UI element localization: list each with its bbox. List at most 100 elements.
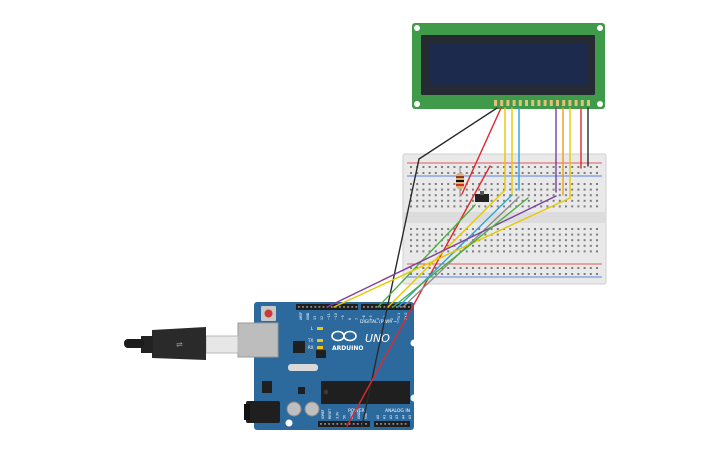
breadboard-hole: [577, 273, 580, 275]
wire-black-lcd-vss[interactable]: [418, 107, 498, 160]
breadboard-hole: [490, 250, 493, 253]
breadboard-hole: [589, 233, 592, 236]
breadboard-hole: [509, 199, 512, 202]
breadboard-hole: [434, 205, 437, 208]
breadboard-hole: [490, 183, 493, 185]
breadboard-hole: [552, 183, 555, 185]
wire-red-lcd-vdd[interactable]: [461, 107, 502, 195]
breadboard-hole: [527, 183, 530, 185]
usb-plug-housing: [152, 327, 206, 360]
pin-label: A3: [395, 415, 399, 419]
breadboard-hole: [503, 194, 505, 197]
breadboard-hole: [422, 273, 425, 275]
lcd-screen: [429, 44, 587, 86]
breadboard-hole: [565, 244, 567, 247]
usb-b-port[interactable]: [237, 322, 279, 358]
breadboard-hole: [416, 250, 419, 253]
breadboard-hole: [552, 244, 555, 247]
breadboard-hole: [571, 199, 574, 202]
analog-in-label: ANALOG IN: [385, 408, 410, 414]
header-pin: [379, 306, 382, 308]
breadboard-hole: [434, 166, 437, 168]
breadboard-hole: [565, 183, 567, 185]
breadboard-hole: [434, 273, 437, 275]
breadboard-hole: [484, 250, 487, 253]
dc-power-jack[interactable]: [246, 401, 280, 423]
header-pin: [408, 306, 410, 308]
wire-yellow-d2[interactable]: [333, 197, 571, 308]
breadboard-hole: [558, 233, 561, 236]
crystal-oscillator: [288, 364, 318, 371]
breadboard-hole: [534, 166, 536, 168]
wire-green-d12[interactable]: [377, 204, 476, 308]
breadboard-hole: [478, 205, 481, 208]
breadboard-hole: [540, 233, 543, 236]
breadboard-hole: [465, 250, 468, 253]
lcd-pin: [568, 100, 572, 106]
arduino-uno[interactable]: ⇌ L TX RX ARDUINO UNO DIGITAL (PWM ~) AN…: [124, 302, 418, 430]
breadboard-hole: [565, 172, 567, 174]
resistor[interactable]: [456, 166, 464, 197]
wire-purple-d3[interactable]: [326, 195, 557, 308]
breadboard-hole: [571, 188, 574, 191]
header-pin: [404, 423, 407, 425]
breadboard-hole: [589, 244, 592, 247]
header-pin: [324, 423, 326, 425]
pin-label: GND: [306, 312, 310, 320]
breadboard-hole: [577, 267, 580, 269]
breadboard-hole: [577, 250, 580, 253]
breadboard-hole: [534, 199, 536, 202]
pin-label: RESET: [328, 409, 332, 419]
breadboard-hole: [465, 172, 468, 174]
pin-label: ~9: [341, 315, 345, 320]
breadboard-hole: [583, 172, 586, 174]
breadboard-hole: [465, 194, 468, 197]
potentiometer[interactable]: [475, 191, 489, 202]
breadboard-hole: [521, 233, 524, 236]
lcd-pin: [549, 100, 553, 106]
breadboard-hole: [540, 205, 543, 208]
breadboard-hole: [422, 194, 425, 197]
breadboard-hole: [589, 273, 592, 275]
breadboard-hole: [583, 273, 586, 275]
breadboard-hole: [428, 233, 431, 236]
breadboard-hole: [552, 205, 555, 208]
breadboard-hole: [441, 273, 443, 275]
breadboard-hole: [571, 228, 574, 230]
lcd-mount-hole: [597, 101, 603, 107]
header-pin: [344, 423, 347, 425]
breadboard-hole: [465, 199, 468, 202]
breadboard-hole: [546, 205, 549, 208]
breadboard-hole: [527, 233, 530, 236]
breadboard-hole: [577, 183, 580, 185]
pin-label: A0: [376, 415, 380, 419]
voltage-regulator: [262, 381, 272, 393]
wire-red-5v[interactable]: [346, 165, 491, 427]
pin-label: IOREF: [321, 409, 325, 419]
lcd-module[interactable]: [412, 23, 605, 109]
breadboard-hole: [558, 250, 561, 253]
breadboard-hole: [565, 228, 567, 230]
breadboard-hole: [534, 267, 536, 269]
breadboard-hole: [552, 166, 555, 168]
header-pin: [336, 423, 339, 425]
breadboard-hole: [503, 188, 505, 191]
breadboard-hole: [527, 194, 530, 197]
breadboard-hole: [478, 273, 481, 275]
breadboard-hole: [428, 188, 431, 191]
header-pin: [343, 306, 345, 308]
breadboard-hole: [546, 250, 549, 253]
breadboard-hole: [540, 250, 543, 253]
wire-green-d1[interactable]: [392, 197, 529, 308]
breadboard-hole: [453, 228, 456, 230]
infinity-logo-icon: [343, 330, 357, 342]
breadboard-hole: [540, 188, 543, 191]
header-pin: [355, 306, 358, 308]
breadboard-hole: [596, 172, 598, 174]
breadboard-hole: [589, 199, 592, 202]
pin-label: 4: [376, 318, 380, 320]
breadboard-hole: [546, 172, 549, 174]
breadboard-hole: [459, 166, 462, 168]
breadboard-hole: [527, 250, 530, 253]
breadboard-hole: [478, 267, 481, 269]
